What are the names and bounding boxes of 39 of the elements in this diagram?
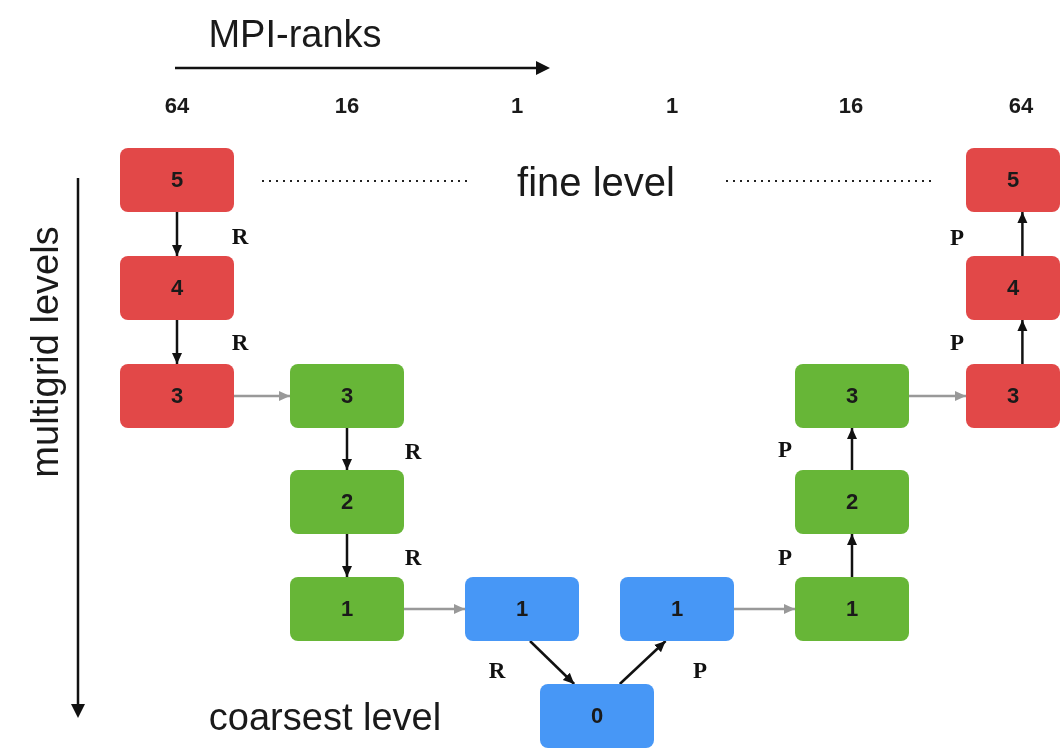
axis-label: multigrid levels — [25, 226, 67, 478]
arrow — [734, 604, 795, 614]
level-box: 3 — [966, 364, 1060, 428]
arrow — [847, 534, 857, 577]
level-box: 3 — [795, 364, 909, 428]
rank-count: 64 — [1008, 93, 1034, 119]
level-box: 4 — [966, 256, 1060, 320]
level-box: 1 — [465, 577, 579, 641]
level-box: 0 — [540, 684, 654, 748]
arrow — [909, 391, 966, 401]
rank-count: 64 — [164, 93, 190, 119]
arrow — [529, 640, 576, 685]
rank-count: 16 — [334, 93, 360, 119]
arrow — [847, 428, 857, 470]
arrow — [1017, 320, 1028, 364]
axis-label: coarsest level — [208, 697, 442, 739]
rank-count: 16 — [838, 93, 864, 119]
level-box: 5 — [120, 148, 234, 212]
arrow — [342, 428, 352, 470]
arrow — [404, 604, 465, 614]
rank-count: 1 — [665, 93, 679, 119]
level-box: 1 — [795, 577, 909, 641]
arrow — [234, 391, 290, 401]
level-box: 5 — [966, 148, 1060, 212]
axis-label: MPI-ranks — [208, 14, 382, 56]
arrow — [618, 640, 667, 685]
level-box: 1 — [620, 577, 734, 641]
level-box: 4 — [120, 256, 234, 320]
level-box: 3 — [290, 364, 404, 428]
arrow — [342, 534, 352, 577]
arrow — [1017, 212, 1028, 256]
axis-label: fine level — [517, 160, 675, 204]
level-box: 1 — [290, 577, 404, 641]
arrow — [172, 320, 182, 364]
rank-count: 1 — [510, 93, 524, 119]
level-box: 3 — [120, 364, 234, 428]
level-box: 2 — [795, 470, 909, 534]
arrow — [172, 212, 182, 256]
level-box: 2 — [290, 470, 404, 534]
